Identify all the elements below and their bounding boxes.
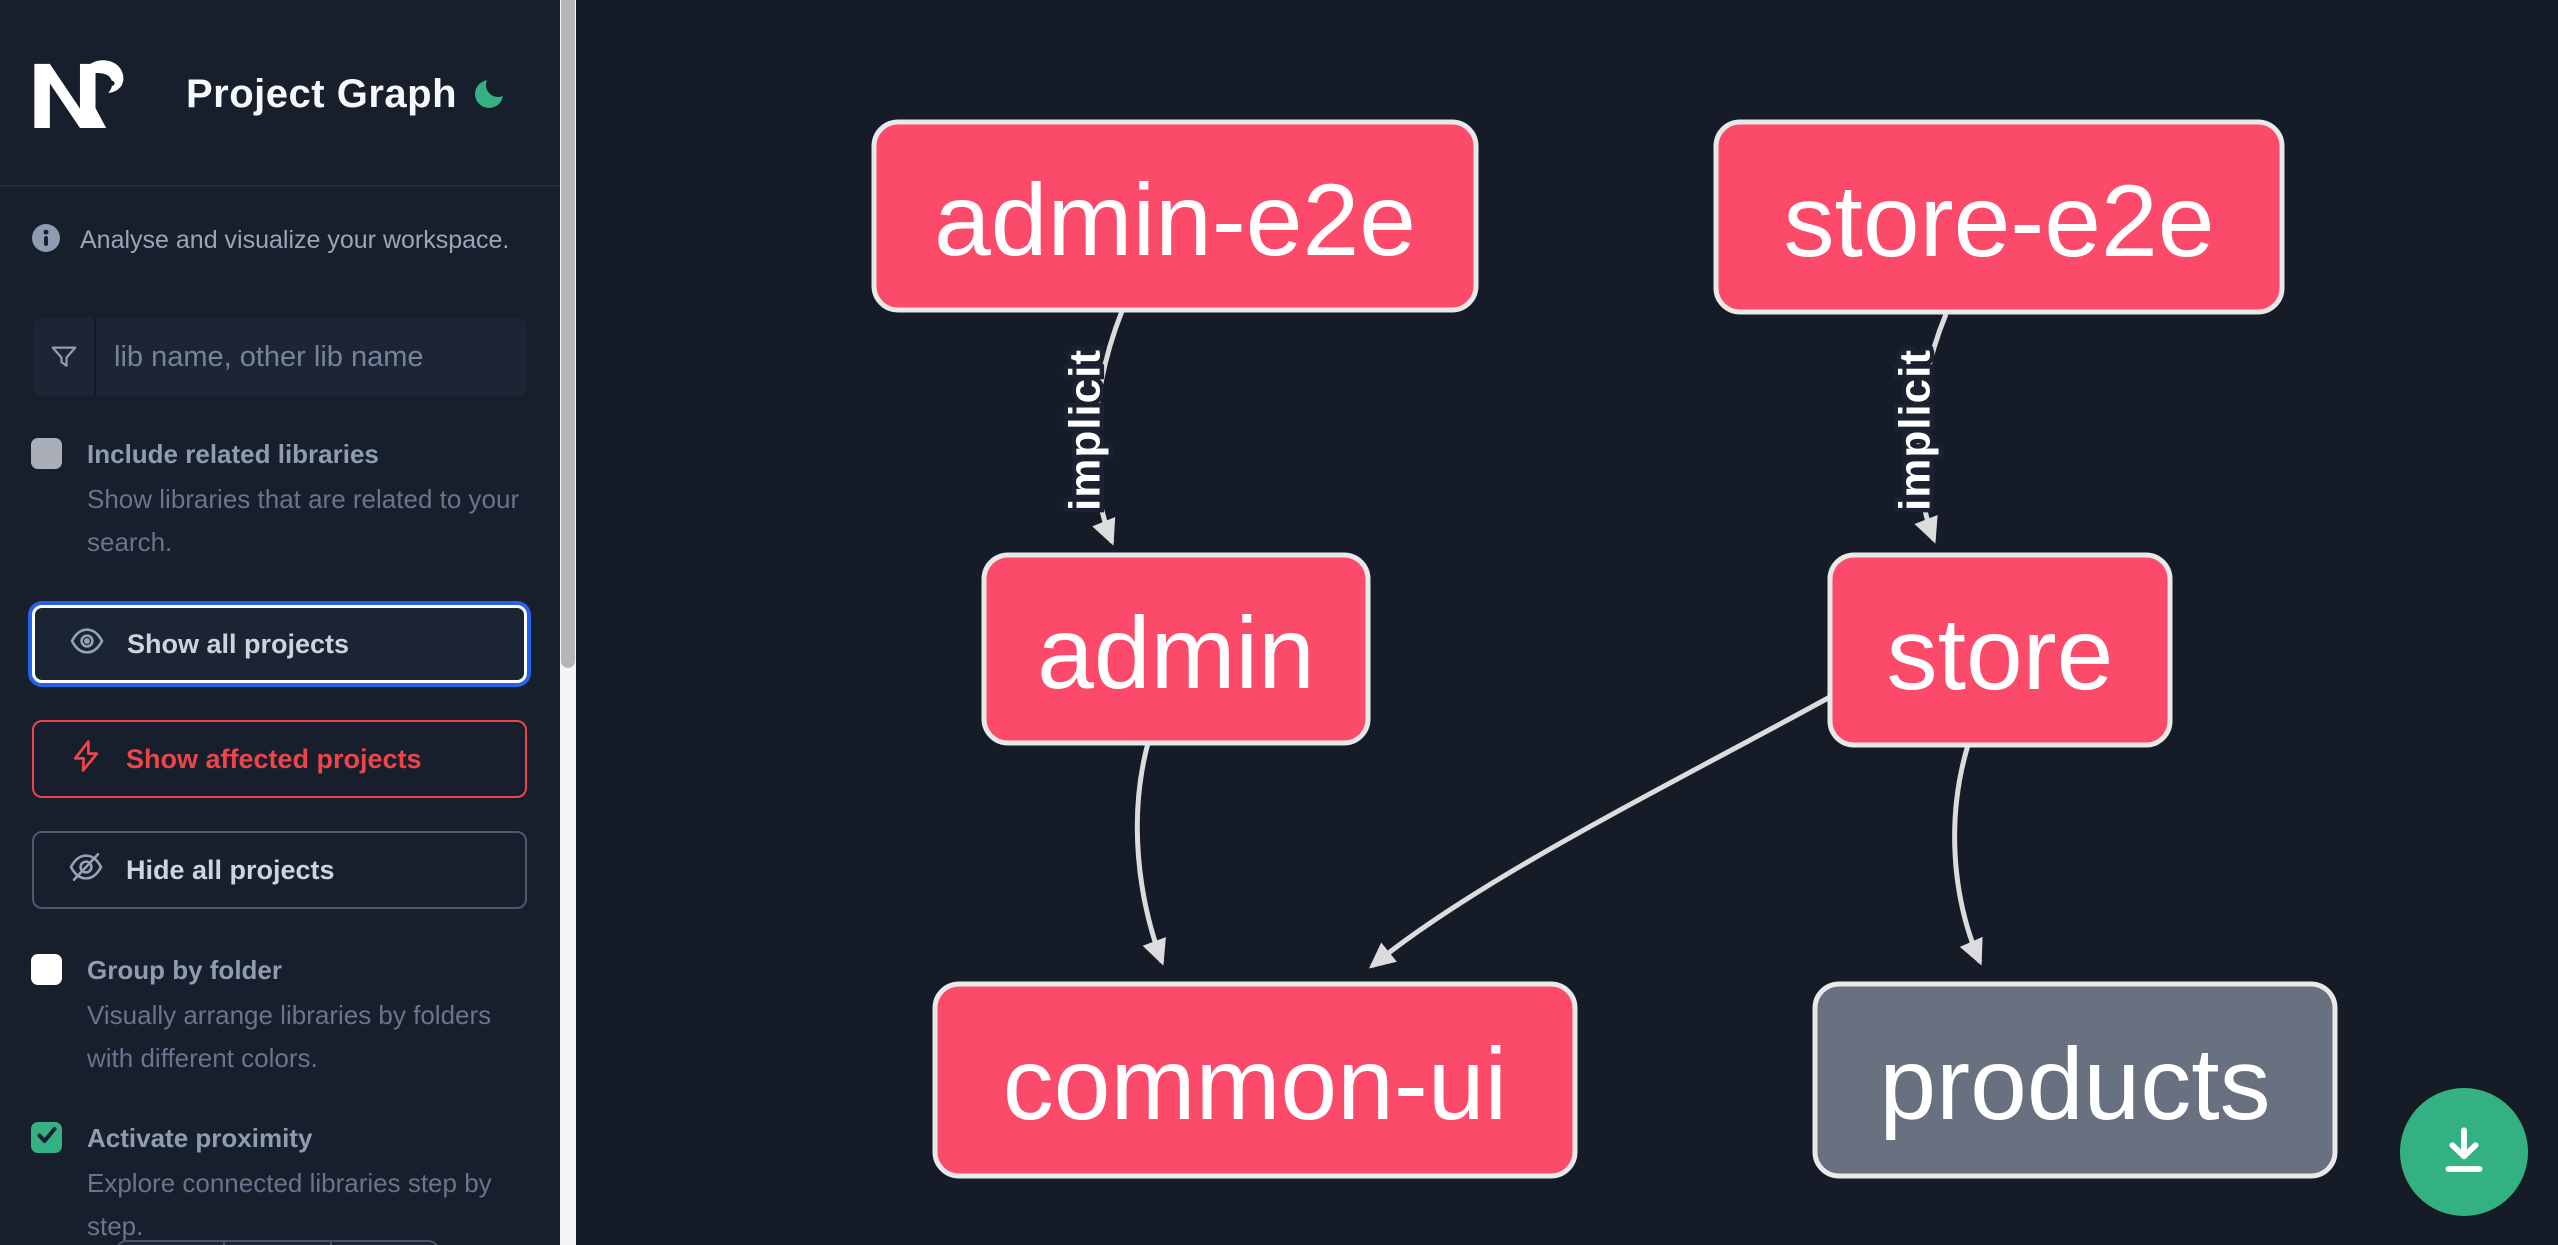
- option-label: Include related libraries: [87, 439, 379, 469]
- edge-store-products: [1952, 744, 1983, 966]
- option-label: Group by folder: [87, 955, 282, 985]
- bolt-icon: [68, 738, 104, 781]
- theme-toggle-button[interactable]: [472, 72, 512, 114]
- sidebar: Project Graph Analyse and visualize your…: [0, 0, 560, 1245]
- project-graph: implicit implicit admin-e2e store-e2e ad…: [871, 119, 2338, 1179]
- page-title: Project Graph: [186, 72, 458, 116]
- funnel-icon: [33, 318, 96, 396]
- nx-logo: [34, 60, 124, 128]
- eye-off-icon: [68, 849, 104, 892]
- graph-node-admin-e2e[interactable]: admin-e2e: [871, 119, 1479, 313]
- graph-node-admin[interactable]: admin: [981, 552, 1371, 746]
- info-icon: [32, 224, 60, 257]
- include-related-checkbox[interactable]: [31, 438, 62, 469]
- workspace-info: Analyse and visualize your workspace.: [32, 224, 509, 257]
- edge-label-implicit: implicit: [1891, 349, 1940, 511]
- checkmark-icon: [35, 1123, 59, 1152]
- graph-nodes: admin-e2e store-e2e admin store common-u…: [871, 119, 2338, 1179]
- search-input[interactable]: [96, 318, 527, 396]
- sidebar-scrollbar[interactable]: [560, 0, 576, 1245]
- graph-node-common-ui[interactable]: common-ui: [932, 981, 1578, 1179]
- option-activate-proximity: Activate proximity Explore connected lib…: [31, 1120, 522, 1245]
- node-label: admin-e2e: [934, 163, 1416, 277]
- option-description: Visually arrange libraries by folders wi…: [87, 1000, 492, 1073]
- edge-label-implicit: implicit: [1061, 349, 1110, 511]
- activate-proximity-checkbox[interactable]: [31, 1122, 62, 1153]
- show-all-projects-button[interactable]: Show all projects: [32, 605, 527, 683]
- proximity-depth-stepper: [115, 1240, 440, 1245]
- edge-admin-common-ui: [1134, 742, 1166, 966]
- search-box: [33, 318, 527, 396]
- proximity-depth-value: [222, 1242, 331, 1245]
- hide-all-projects-button[interactable]: Hide all projects: [32, 831, 527, 909]
- proximity-increment-button[interactable]: [330, 1242, 438, 1245]
- option-include-related: Include related libraries Show libraries…: [31, 436, 522, 564]
- group-by-folder-checkbox[interactable]: [31, 954, 62, 985]
- show-affected-projects-button[interactable]: Show affected projects: [32, 720, 527, 798]
- option-group-by-folder: Group by folder Visually arrange librari…: [31, 952, 522, 1080]
- moon-icon: [474, 72, 510, 114]
- info-text: Analyse and visualize your workspace.: [80, 226, 510, 254]
- button-label: Show affected projects: [126, 743, 422, 774]
- edge-store-e2e-store: [1914, 313, 1949, 544]
- node-label: admin: [1037, 596, 1315, 710]
- graph-node-store[interactable]: store: [1827, 552, 2173, 748]
- eye-icon: [69, 623, 105, 666]
- graph-canvas[interactable]: implicit implicit admin-e2e store-e2e ad…: [576, 0, 2558, 1245]
- graph-edges: [1092, 310, 1983, 969]
- node-label: store-e2e: [1784, 164, 2215, 278]
- sidebar-header: Project Graph: [0, 0, 560, 187]
- option-description: Show libraries that are related to your …: [87, 484, 520, 557]
- edge-store-common-ui: [1368, 694, 1832, 969]
- node-label: store: [1887, 597, 2114, 711]
- graph-node-store-e2e[interactable]: store-e2e: [1713, 119, 2285, 315]
- download-graph-button[interactable]: [2400, 1088, 2528, 1216]
- option-description: Explore connected libraries step by step…: [87, 1168, 492, 1241]
- scrollbar-thumb[interactable]: [561, 0, 575, 668]
- edge-admin-e2e-admin: [1092, 310, 1125, 546]
- button-label: Show all projects: [127, 628, 350, 659]
- button-label: Hide all projects: [126, 854, 335, 885]
- node-label: common-ui: [1003, 1027, 1507, 1141]
- download-icon: [2433, 1120, 2495, 1185]
- node-label: products: [1879, 1027, 2270, 1141]
- option-label: Activate proximity: [87, 1123, 313, 1153]
- graph-node-products[interactable]: products: [1812, 981, 2338, 1179]
